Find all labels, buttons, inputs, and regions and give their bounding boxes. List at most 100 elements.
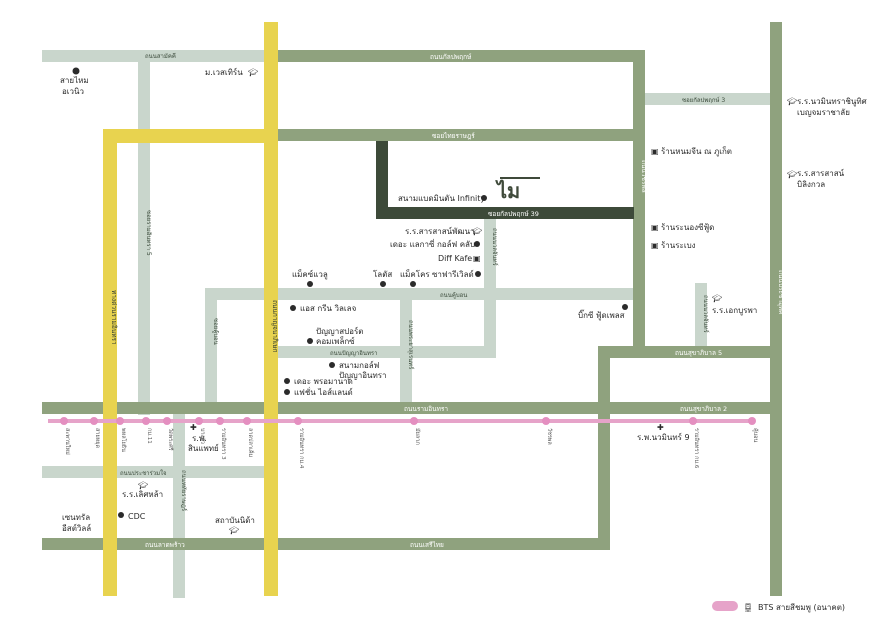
bts-station-marker	[748, 417, 756, 425]
golf-icon	[329, 362, 335, 368]
poi-hospital-right: ร.พ.นวมินทร์ 9	[637, 432, 690, 442]
poi-promenade: เดอะ พรอมานาด	[294, 377, 353, 386]
road-soi-short-right	[695, 283, 707, 353]
shop-icon	[410, 281, 416, 287]
train-icon: 🚆︎	[743, 603, 753, 612]
poi-shop-nom: ร้านหนมจีน ณ ภูเก็ต	[661, 146, 732, 157]
road-yellow-left	[103, 129, 117, 596]
poi-hospital-synphaet: ร.พ.	[192, 434, 207, 443]
road-vertical-lower-right	[598, 346, 610, 550]
label-road-yellow-left: ทางด่วนรามอินทรา	[110, 290, 118, 345]
legend-bts-swatch	[712, 601, 738, 611]
poi-avenue: อเวนิว	[62, 87, 84, 96]
school-icon: 🎓︎	[248, 68, 258, 77]
poi-mweston: ม.เวสเทิร์น	[205, 67, 243, 77]
label-road-vertical-mid-short: ซอยคู้บอน	[212, 318, 219, 345]
school-icon: 🎓︎	[712, 294, 722, 303]
poi-makro-vaul: แม็คซ์แวลู	[292, 269, 328, 280]
poi-shop-rabeng: ร้านระเบง	[661, 241, 696, 250]
bts-station-marker	[689, 417, 697, 425]
label-road-nakniwat: ถนนนวลจันทร์	[491, 228, 499, 267]
road-panya	[278, 346, 494, 358]
road-vertical-mid-short	[205, 288, 217, 408]
bts-station-label: ลาดปลาเค็ม	[247, 428, 255, 458]
food-icon: ▣	[651, 147, 659, 156]
bts-station-marker	[163, 417, 171, 425]
road-vertical-right	[633, 50, 645, 358]
road-yellow-mid	[264, 22, 278, 596]
road-vertical-right-far	[770, 22, 782, 596]
bts-station-marker	[294, 417, 302, 425]
shop-icon	[284, 378, 290, 384]
label-road-soi-thai: ซอยไทยราษฎร์	[432, 132, 475, 140]
road-nakniwat-vertical	[484, 215, 496, 358]
poi-school-left: ร.ร.เลิศหล้า	[122, 490, 163, 499]
bts-station-label: กม.11	[146, 428, 152, 444]
poi-central2: อีสต์วิลล์	[62, 523, 91, 533]
bts-station-label: คู้บอน	[752, 428, 759, 442]
poi-school-nawamin: ร.ร.นวมินทราชินูทิศ	[797, 97, 867, 107]
road-khubon	[205, 288, 640, 300]
sport-icon	[481, 195, 487, 201]
yellow-roads	[103, 22, 278, 596]
poi-school-sarasas2: บิลิงกวล	[797, 180, 825, 189]
legend: 🚆︎ BTS สายสีชมพู (อนาคต)	[712, 601, 845, 613]
road-yellow-horizontal	[103, 129, 278, 143]
road-bottom	[42, 538, 610, 550]
label-road-bottom-left: ถนนลาดพร้าว	[145, 541, 185, 549]
food-icon: ▣	[651, 223, 659, 232]
label-road-khubon: ถนนคู้บอน	[440, 292, 467, 299]
road-labels: ถนนสามัคคี ถนนกัลปพฤกษ์ ซอยไทยราษฎร์ ซอย…	[110, 52, 785, 549]
bts-station-label: สะพานใหม่	[64, 428, 71, 455]
school-icon: 🎓︎	[787, 170, 797, 179]
poi-school-ekamai: ร.ร.เอกบูรพา	[712, 306, 757, 316]
label-road-panya: ถนนปัญญาอินทรา	[330, 350, 378, 357]
label-road-yellow-mid: ถนนกาญจนาภิเษก	[271, 300, 279, 353]
poi-cdc: CDC	[128, 512, 146, 521]
hospital-icon: ✚	[657, 423, 664, 432]
poi-diff: Diff Kafe	[438, 254, 472, 263]
grey-roads	[42, 50, 770, 598]
road-vertical-mid-grey	[400, 288, 412, 408]
cafe-icon: ▣	[473, 254, 481, 263]
road-soi-right-upper	[640, 93, 770, 105]
poi-badminton: สนามแบดมินตัน Infinity	[398, 194, 485, 203]
sport-icon	[307, 338, 313, 344]
bts-line-track	[48, 419, 753, 423]
label-road-soi-lower-small: ถนนประชาร่วมใจ	[120, 469, 167, 477]
road-main-sukha	[598, 346, 780, 358]
poi-shop-rabong: ร้านระนองซีฟู้ด	[661, 223, 714, 233]
poi-school-nawamin2: เบญจมราชาลัย	[797, 108, 850, 117]
label-road-top: ถนนกัลปพฤกษ์	[430, 53, 472, 61]
shop-icon	[118, 512, 124, 518]
shop-icon	[622, 304, 628, 310]
label-road-main-ramintra: ถนนรามอินทรา	[404, 405, 448, 413]
label-road-soi-short-right: ถนนนวลจันทร์	[702, 295, 710, 334]
bts-station-label: สายหยุด	[94, 428, 101, 449]
label-road-vertical-right: ถนนวัชรพล	[640, 160, 648, 193]
poi-golf: เดอะ แลกาซี่ กอล์ฟ คลับ	[390, 238, 475, 249]
shop-icon	[284, 389, 290, 395]
poi-big-c: บิ๊กซี ฟู้ดเพลส	[578, 309, 625, 321]
poi-central: เซนทรัล	[62, 513, 90, 522]
bts-station-label: พหลโยธิน	[120, 428, 128, 452]
road-main-ramintra	[42, 402, 782, 414]
label-road-main-right: ถนนสุขาภิบาล 2	[680, 405, 727, 413]
label-road-right-upper: ซอยกัลปพฤกษ์ 3	[682, 96, 725, 104]
shop-icon	[290, 305, 296, 311]
bts-station-marker	[542, 417, 550, 425]
bts-station-label: บางบัว	[199, 428, 206, 444]
poi-institute: สถาบันนิด้า	[215, 516, 255, 525]
road-top	[266, 50, 644, 62]
shop-icon	[307, 281, 313, 287]
poi-hospital-synphaet2: สินแพทย์	[188, 443, 219, 453]
project-logo: ไม	[495, 177, 540, 203]
bts-station-marker	[243, 417, 251, 425]
bts-station-marker	[195, 417, 203, 425]
label-road-soi-mid: ซอยกัลปพฤกษ์ 39	[488, 210, 539, 218]
road-soi-lower-small	[42, 466, 272, 478]
food-icon: ▣	[651, 241, 659, 250]
